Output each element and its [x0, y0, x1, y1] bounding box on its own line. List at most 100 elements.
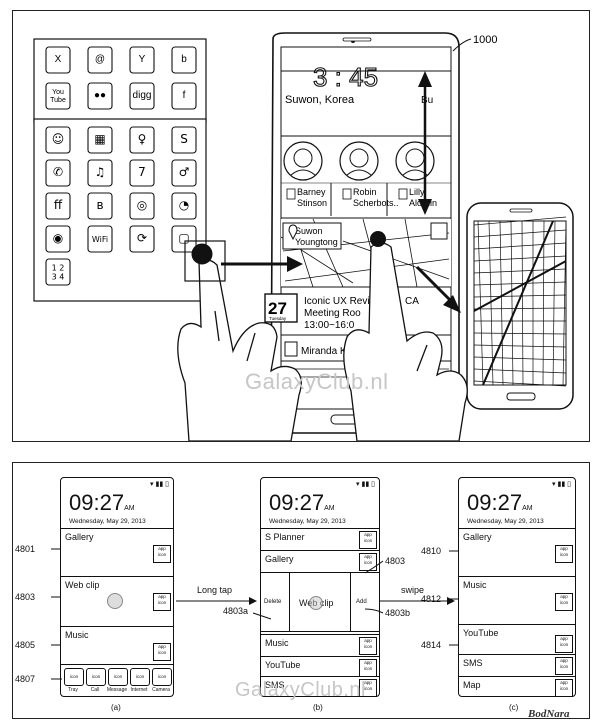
add-zone[interactable]: Add [350, 573, 379, 631]
tile-sms[interactable]: SMS app icon [459, 654, 575, 677]
app-icon-a-label: Tube [50, 97, 66, 104]
right-phone [466, 202, 574, 410]
phone-icon [286, 188, 296, 200]
status-bar-icons: ▾ ▮▮ ▯ [356, 481, 375, 488]
map-road [488, 220, 494, 386]
calendar-day: 27 [268, 299, 287, 318]
callout-4803a: 4803a [223, 606, 249, 616]
map-location-line1: Suwon [295, 226, 323, 236]
map-main-road [482, 220, 554, 386]
app-icon-b-glyph: 3 4 [52, 273, 65, 282]
callout-4814: 4814 [421, 640, 442, 650]
app-icon-a-label: digg [133, 90, 152, 101]
app-icon[interactable]: app icon [153, 593, 171, 611]
weather-extra: Bu [421, 95, 433, 106]
app-icon-b [45, 159, 71, 187]
sub-label-a: (a) [111, 703, 121, 712]
tray-icon[interactable]: icon [108, 668, 128, 686]
map-main-road [473, 260, 567, 312]
map-road [284, 258, 450, 282]
tile-youtube[interactable]: YouTube app icon [261, 656, 379, 677]
tile-gallery[interactable]: Gallery app icon [261, 550, 379, 573]
sub-label-c: (c) [509, 703, 519, 712]
app-icon-b [45, 192, 71, 220]
map-road [552, 220, 556, 386]
app-icon-b-glyph: ▦ [94, 132, 105, 146]
delete-zone[interactable]: Delete [261, 573, 290, 631]
app-icon[interactable]: app icon [555, 679, 573, 697]
map-road [521, 220, 524, 386]
tile-music[interactable]: Music app icon [459, 576, 575, 625]
sub-label-b: (b) [313, 703, 323, 712]
tile-youtube[interactable]: YouTube app icon [459, 624, 575, 655]
tile-map[interactable]: Map app icon [459, 676, 575, 697]
app-icon-b [45, 258, 71, 286]
tile-gallery[interactable]: Gallery app icon [61, 528, 173, 577]
app-icon-b-glyph: ⟳ [137, 231, 147, 245]
contact-name: Robin [353, 187, 377, 197]
app-icon-b-glyph: ʙ [97, 198, 104, 212]
map-road [473, 344, 567, 348]
app-icon-a [129, 46, 155, 74]
app-icon-b [129, 159, 155, 187]
tray-label: Internet [130, 687, 148, 693]
app-icon-b [171, 159, 197, 187]
app-icon-a-label: Y [139, 54, 146, 65]
app-icon-b-glyph: ✆ [53, 165, 63, 179]
clock-time: 09:27AM [467, 490, 533, 515]
arrow-label-long-tap: Long tap [197, 585, 233, 595]
app-icon-a-label: f [183, 90, 186, 101]
map-road [473, 281, 567, 286]
app-icon-b-glyph: ♀ [138, 132, 147, 146]
tray-icon[interactable]: icon [130, 668, 150, 686]
app-icon-b [129, 225, 155, 253]
app-icon[interactable]: app icon [555, 635, 573, 653]
app-icon[interactable]: app icon [359, 553, 377, 571]
tray-icon[interactable]: icon [86, 668, 106, 686]
phone-b: ▾ ▮▮ ▯ 09:27AM Wednesday, May 29, 2013 S… [260, 477, 380, 697]
app-icon-b [87, 159, 113, 187]
watermark-bottom: GalaxyClub.nl [235, 679, 367, 701]
tile-gallery[interactable]: Gallery app icon [459, 528, 575, 577]
tray: icon icon icon icon icon Tray Call Messa… [61, 664, 173, 697]
app-icon[interactable]: app icon [153, 643, 171, 661]
app-icon-a [171, 46, 197, 74]
tile-music[interactable]: Music app icon [61, 626, 173, 665]
date-text: Wednesday, May 29, 2013 [269, 518, 346, 525]
touch-point-icon [107, 593, 123, 609]
app-icon-b [129, 126, 155, 154]
callout-1000: 1000 [473, 34, 497, 46]
tile-music[interactable]: Music app icon [261, 634, 379, 657]
app-icon-b [171, 192, 197, 220]
mail-icon [398, 188, 408, 200]
contact-body [346, 169, 372, 176]
touch-point-icon [309, 596, 323, 610]
callout-4805: 4805 [15, 640, 36, 650]
app-icon[interactable]: app icon [153, 545, 171, 563]
contact-face [405, 148, 425, 168]
tile-web-clip-edit[interactable]: Delete Add Web clip [261, 572, 379, 632]
corner-mark: BodNara [528, 708, 570, 720]
callout-4807: 4807 [15, 674, 36, 684]
callout-4810: 4810 [421, 546, 442, 556]
app-icon-a-label: ●● [94, 90, 106, 101]
app-icon[interactable]: app icon [359, 659, 377, 677]
contact-body [290, 169, 316, 176]
app-icon-a-label: b [181, 54, 187, 65]
contact-face [293, 148, 313, 168]
arrow-label-swipe: swipe [401, 585, 425, 595]
app-icon-a-label: X [55, 54, 62, 65]
app-icon[interactable]: app icon [555, 593, 573, 611]
memo-avatar-icon [284, 341, 298, 357]
tile-sms[interactable]: SMS app icon [261, 676, 379, 697]
app-icon[interactable]: app icon [359, 679, 377, 697]
tile-web-clip[interactable]: Web clip app icon [61, 576, 173, 627]
app-icon[interactable]: app icon [555, 657, 573, 675]
tile-s-planner[interactable]: S Planner app icon [261, 528, 379, 551]
app-icon[interactable]: app icon [359, 531, 377, 549]
tray-icon[interactable]: icon [152, 668, 172, 686]
callout-4803-b: 4803 [385, 556, 406, 566]
app-icon[interactable]: app icon [359, 637, 377, 655]
app-icon[interactable]: app icon [555, 545, 573, 563]
tray-icon[interactable]: icon [64, 668, 84, 686]
